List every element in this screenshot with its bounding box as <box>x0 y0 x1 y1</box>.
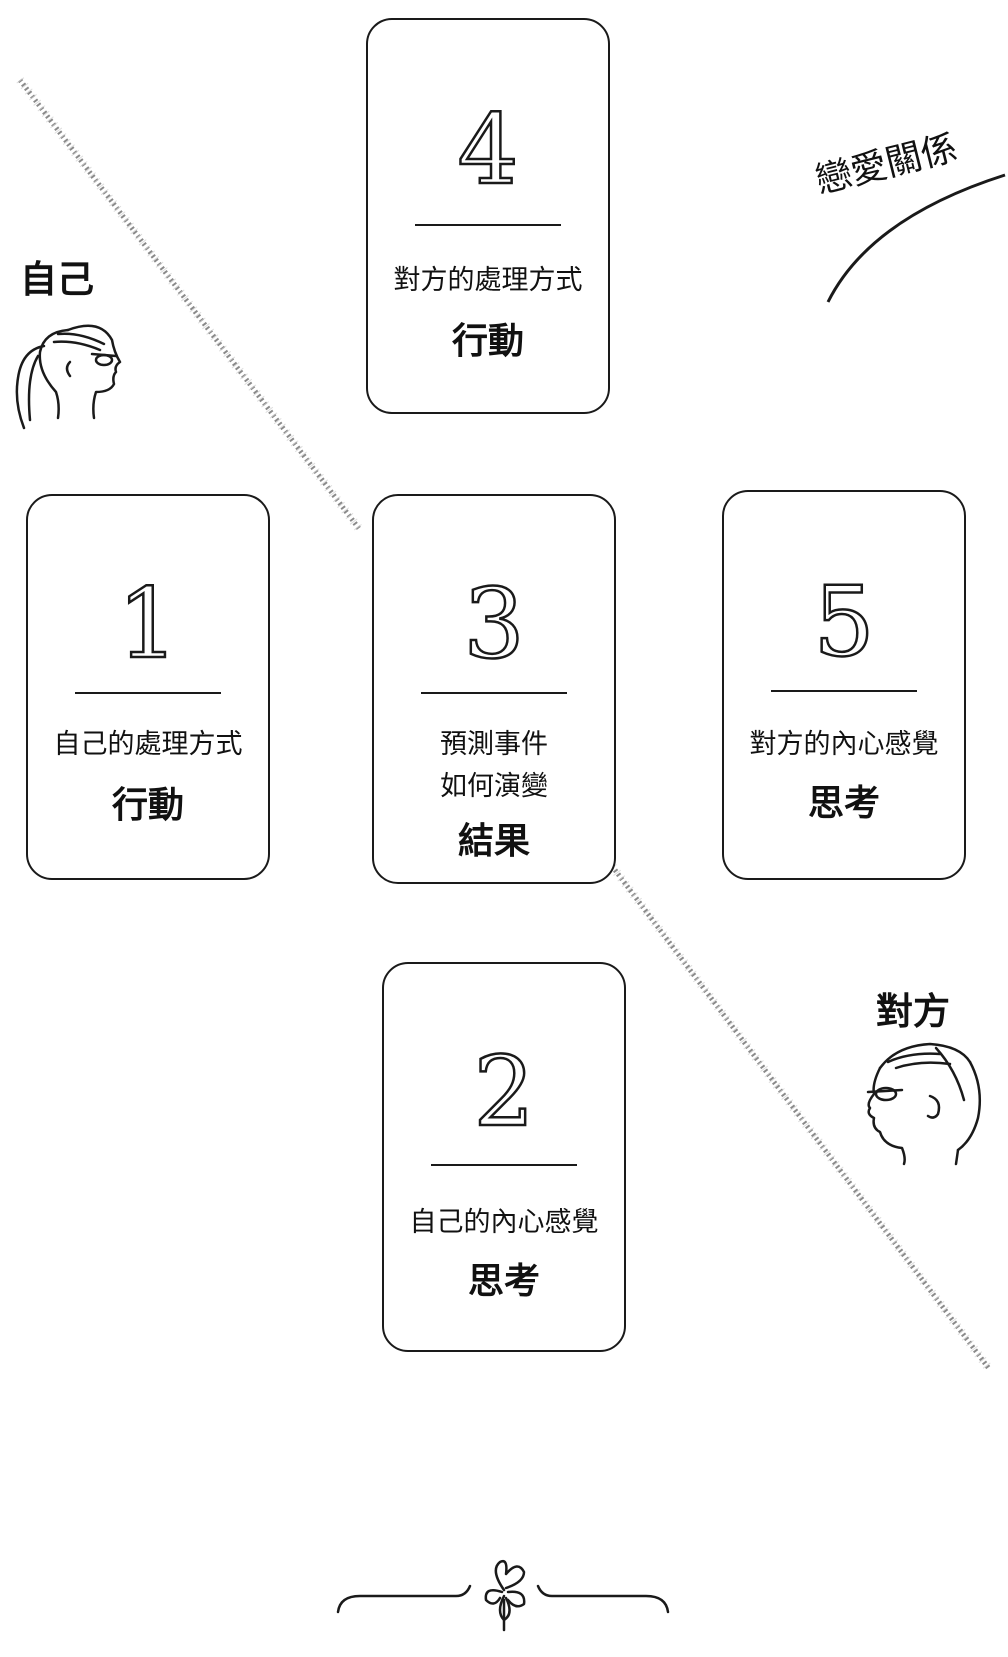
card-2: 2 自己的內心感覺 思考 <box>382 962 626 1352</box>
other-label: 對方 <box>876 990 950 1033</box>
card-description: 自己的內心感覺 <box>372 1202 636 1244</box>
card-keyword: 結果 <box>457 821 530 862</box>
card-number: 2 <box>472 1036 536 1148</box>
card-description-line: 如何演變 <box>440 771 548 802</box>
card-description-line: 對方的處理方式 <box>393 265 583 296</box>
card-description-line: 對方的內心感覺 <box>749 729 939 760</box>
card-divider <box>415 224 561 226</box>
card-4: 4 對方的處理方式 行動 <box>366 18 610 414</box>
card-divider <box>421 692 567 694</box>
card-number: 1 <box>116 568 180 680</box>
card-keyword: 思考 <box>467 1261 540 1302</box>
card-keyword: 思考 <box>807 783 880 824</box>
card-divider <box>431 1164 577 1166</box>
card-divider <box>75 692 221 694</box>
card-description-line: 預測事件 <box>440 729 548 760</box>
card-number: 5 <box>812 566 876 678</box>
card-description-line: 自己的內心感覺 <box>409 1207 599 1238</box>
card-description: 對方的內心感覺 <box>712 724 976 766</box>
card-description: 自己的處理方式 <box>16 724 280 766</box>
card-description: 預測事件 如何演變 <box>362 724 626 808</box>
card-description: 對方的處理方式 <box>356 260 620 302</box>
card-keyword: 行動 <box>111 785 184 826</box>
card-number: 4 <box>456 94 520 206</box>
card-number: 3 <box>462 568 526 680</box>
card-description-line: 自己的處理方式 <box>53 729 243 760</box>
card-1: 1 自己的處理方式 行動 <box>26 494 270 880</box>
self-label: 自己 <box>20 258 94 301</box>
card-divider <box>771 690 917 692</box>
card-keyword: 行動 <box>451 321 524 362</box>
card-5: 5 對方的內心感覺 思考 <box>722 490 966 880</box>
card-3: 3 預測事件 如何演變 結果 <box>372 494 616 884</box>
